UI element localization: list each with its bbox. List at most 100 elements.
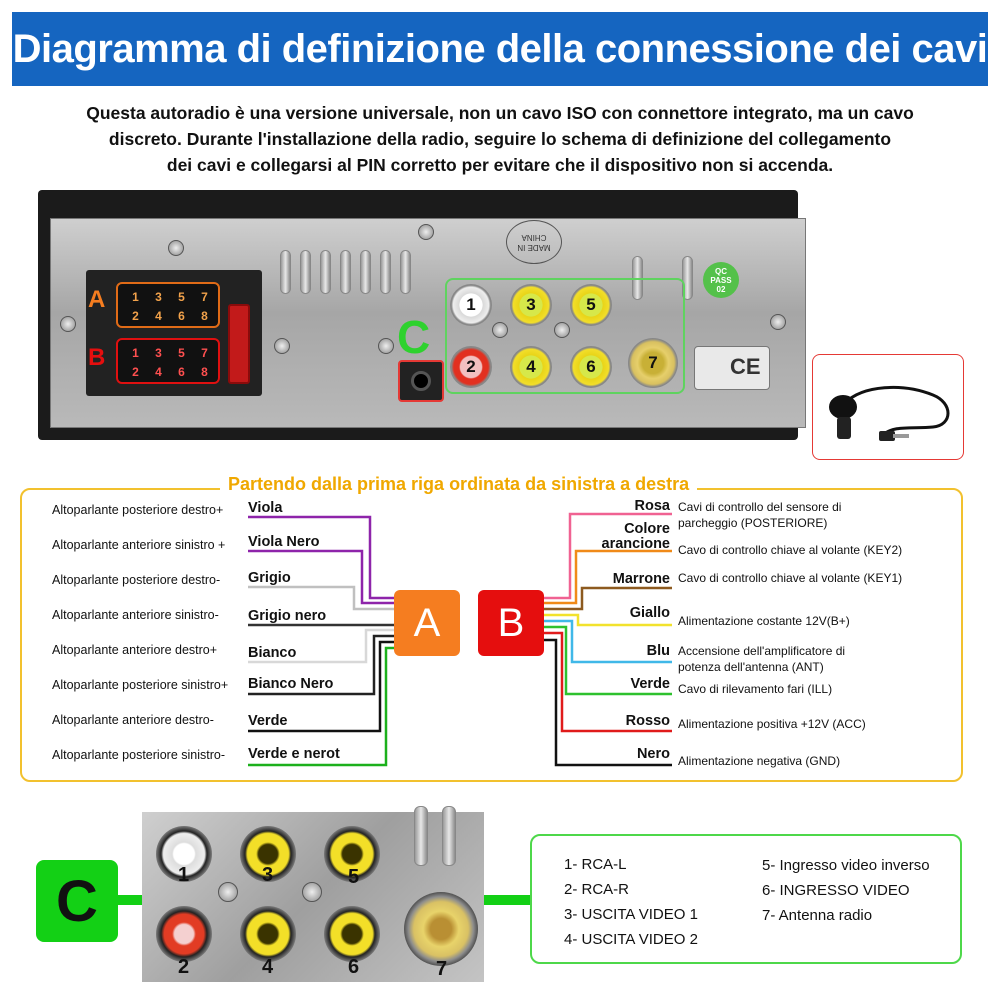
rca-number: 2 [178,956,190,978]
ce-mark: CE [730,354,761,379]
rca-jack-1: 1 [450,284,492,326]
legend-item: 1- RCA-L [564,856,627,873]
connector-c-label: C [397,311,431,363]
fuse [228,304,250,384]
left-wire-color: Viola [248,500,283,516]
legend-item: 5- Ingresso video inverso [762,857,930,874]
intro-line: discreto. Durante l'installazione della … [108,129,892,149]
rca-number: 7 [436,958,448,980]
ce-label-plate [694,346,770,390]
right-wire-color: Giallo [629,605,670,621]
right-wire-desc: Alimentazione costante 12V(B+) [678,614,850,628]
connector-a-label: A [88,286,106,313]
left-wire-desc: Altoparlante anteriore sinistro- [52,608,219,622]
rca-legend [530,834,962,964]
rca-jack-3: 3 [510,284,552,326]
rca-jack-6: 6 [570,346,612,388]
left-wire-color: Grigio [248,570,291,586]
right-wire-desc: Alimentazione negativa (GND) [678,754,841,768]
antenna-closeup-7 [404,892,478,966]
vent-slot [414,806,428,866]
mic-jack [398,360,444,402]
vent-slot [360,250,371,294]
right-wire-desc: Cavo di controllo chiave al volante (KEY… [678,571,903,585]
right-wire-color: Marrone [612,571,670,587]
rca-closeup-6 [324,906,380,962]
legend-item: 4- USCITA VIDEO 2 [564,931,698,948]
left-wire-color: Verde [248,713,288,729]
legend-item: 7- Antenna radio [762,907,873,924]
vent-slot [280,250,291,294]
rca-closeup-2 [156,906,212,962]
microphone-icon [829,385,950,441]
microphone-inset [812,354,964,460]
vent-slot [400,250,411,294]
legend-link [484,895,532,905]
rca-group-frame [445,278,685,394]
connector-a-box: A [394,590,460,656]
legend-item: 2- RCA-R [564,881,630,898]
wiring-heading: Partendo dalla prima riga ordinata da si… [220,474,698,495]
screw-icon [302,882,322,902]
right-wire-color: Verde [630,676,671,692]
screw-icon [554,322,570,338]
rca-closeup-5 [324,826,380,882]
rca-closeup-1 [156,826,212,882]
screw-icon [418,224,434,240]
left-wire-desc: Altoparlante anteriore destro+ [52,643,218,657]
right-wire-desc: Cavo di controllo chiave al volante (KEY… [678,543,903,557]
screw-icon [770,314,786,330]
left-wire-color: Grigio nero [248,608,327,624]
page-title: Diagramma di definizione della connessio… [12,26,988,71]
vent-slot [442,806,456,866]
left-wire-desc: Altoparlante anteriore destro- [52,713,214,727]
antenna-jack-7: 7 [628,338,678,388]
rca-number: 6 [348,956,360,978]
connector-b-label: B [88,344,106,371]
screw-icon [218,882,238,902]
right-wire-color: Blu [646,643,670,659]
vent-slot [300,250,311,294]
connector-c-badge: C [36,860,118,942]
vent-slot [380,250,391,294]
right-wire-desc: Alimentazione positiva +12V (ACC) [678,717,866,731]
connector-c-link [116,895,146,905]
rca-closeup-4 [240,906,296,962]
screw-icon [168,240,184,256]
rca-number: 5 [348,866,360,888]
screw-icon [274,338,290,354]
legend-item: 6- INGRESSO VIDEO [762,882,910,899]
rca-jack-5: 5 [570,284,612,326]
screw-icon [378,338,394,354]
connector-b-box: B [478,590,544,656]
intro-line: Questa autoradio è una versione universa… [86,103,914,123]
rca-closeup-photo [142,806,484,982]
left-wire-color: Viola Nero [248,534,320,550]
left-wire-desc: Altoparlante anteriore sinistro + [52,538,226,552]
rca-number: 3 [262,864,274,886]
right-wire-color: Rosa [634,498,670,514]
rca-closeup-3 [240,826,296,882]
intro-text: Questa autoradio è una versione universa… [40,100,960,178]
left-wire-desc: Altoparlante posteriore sinistro- [52,748,225,762]
vent-slot [320,250,331,294]
rca-jack-2: 2 [450,346,492,388]
screw-icon [60,316,76,332]
left-wire-color: Verde e nerot [248,746,340,762]
left-wire-desc: Altoparlante posteriore destro- [52,573,221,587]
intro-line: dei cavi e collegarsi al PIN corretto pe… [166,155,834,175]
right-wire-color: Nero [636,746,670,762]
right-wire-desc: Cavo di rilevamento fari (ILL) [678,682,833,696]
left-wire-color: Bianco [248,645,297,661]
vent-slot [682,256,693,300]
left-wire-color: Bianco Nero [248,676,334,692]
page-title-banner: Diagramma di definizione della connessio… [12,12,988,86]
left-wire-desc: Altoparlante posteriore sinistro+ [52,678,229,692]
